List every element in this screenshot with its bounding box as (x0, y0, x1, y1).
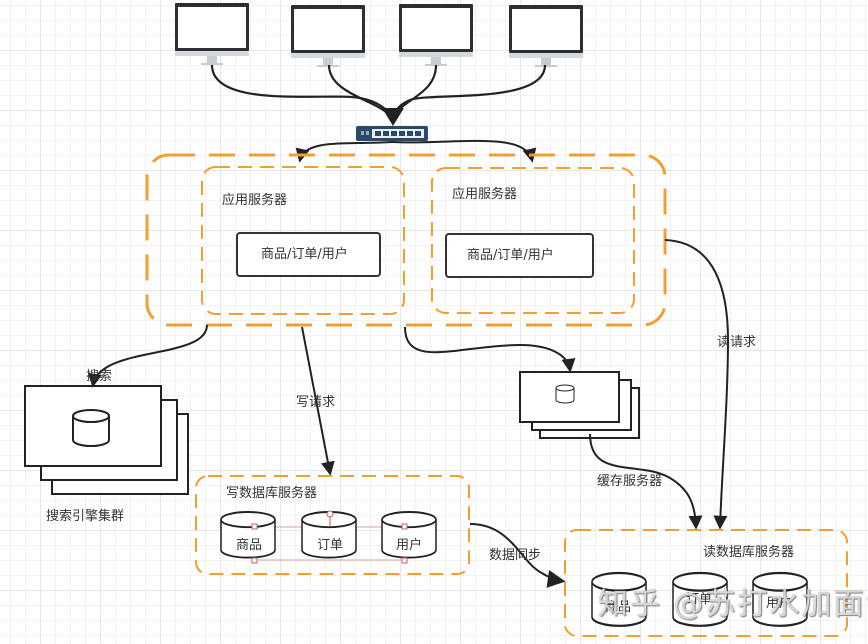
read-db-users: 用户 (766, 596, 793, 611)
read-db-orders: 订单 (686, 592, 713, 607)
read-db-title: 读数据库服务器 (703, 545, 795, 560)
search-arrow (88, 324, 208, 388)
switch-inbound-arrow (382, 108, 404, 126)
write-db-boundary (195, 475, 470, 575)
switch-to-app1-arrow (295, 141, 393, 163)
write-request-label: 写请求 (296, 395, 336, 410)
read-db-goods: 商品 (605, 600, 632, 615)
read-request-arrow (664, 239, 730, 530)
app-to-cache-arrow (404, 326, 576, 373)
network-switch-icon (356, 126, 428, 141)
cache-to-readdb-arrow (589, 433, 703, 530)
read-db-boundary (564, 529, 848, 637)
write-db-goods: 商品 (236, 538, 263, 553)
switch-to-app2-arrow (391, 139, 537, 163)
client-monitor-icon (291, 5, 365, 67)
write-db-users: 用户 (396, 538, 423, 553)
data-sync-arrow (469, 523, 566, 588)
app-server-1-module: 商品/订单/用户 (261, 247, 348, 262)
app-server-1-boundary (201, 166, 405, 315)
search-cluster-stack (24, 385, 189, 495)
write-db-title: 写数据库服务器 (226, 486, 318, 501)
database-icon (555, 384, 575, 404)
app-server-1-title: 应用服务器 (222, 193, 288, 208)
cache-cluster-stack (519, 371, 640, 439)
write-db-cylinders (220, 510, 437, 564)
app-server-2-boundary (431, 167, 635, 314)
cache-cluster-label: 缓存服务器 (597, 474, 663, 489)
search-cluster-label: 搜索引擎集群 (46, 509, 125, 524)
write-db-orders: 订单 (317, 538, 344, 553)
app-server-2-module: 商品/订单/用户 (467, 248, 554, 263)
app-module-box-2 (445, 233, 594, 278)
read-request-label: 读请求 (717, 335, 757, 350)
data-sync-label: 数据同步 (489, 548, 542, 563)
app-server-2-title: 应用服务器 (452, 187, 518, 202)
client-monitor-icon (175, 3, 249, 65)
write-request-arrow (301, 326, 335, 476)
client-monitor-icon (509, 5, 583, 67)
database-icon (72, 409, 110, 447)
watermark: 知乎 @苏打水加面包 (598, 587, 868, 622)
client-monitor-icon (399, 4, 473, 66)
client-switch-links (210, 64, 547, 119)
search-edge-label: 搜索 (86, 369, 113, 384)
app-module-box-1 (236, 232, 381, 277)
